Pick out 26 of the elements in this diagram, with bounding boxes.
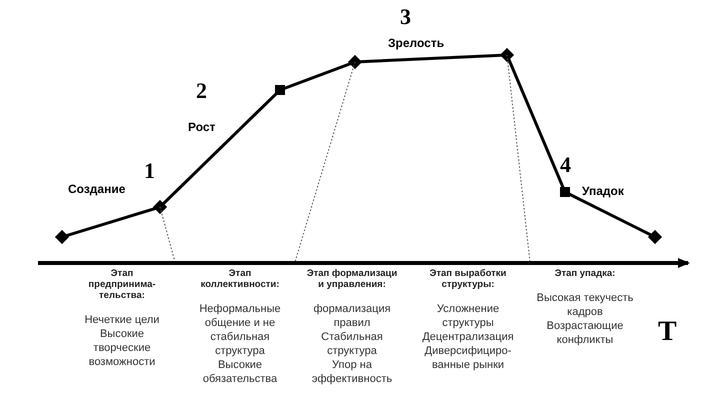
- stage-trait-text: формализация правил: [312, 302, 392, 330]
- stage-heading: Этап предпринима-тельства:: [87, 268, 157, 301]
- stage-trait-text: Возрастающие конфликты: [546, 319, 624, 347]
- stage-number: 3: [400, 4, 411, 30]
- stage-heading: Этап формализаци и управления:: [306, 268, 398, 290]
- stage-trait-text: Усложнение структуры: [436, 302, 500, 330]
- axis-label: T: [658, 316, 677, 348]
- stage-trait-text: Нечеткие цели: [84, 313, 160, 327]
- stage-trait-text: Упор на эффективность: [310, 358, 394, 386]
- stage-trait-text: Высокие творческие возможности: [88, 327, 156, 369]
- stage-label: Создание: [68, 182, 126, 196]
- stage-label: Зрелость: [388, 36, 444, 50]
- stage-heading: Этап коллективности:: [200, 268, 280, 290]
- stage-trait-text: Неформальные общение и не стабильная структура: [198, 302, 282, 358]
- stage-label: Упадок: [582, 184, 624, 198]
- stage-number: 4: [560, 152, 571, 178]
- stage-trait-text: Стабильная структура: [320, 330, 384, 358]
- stage-number: 1: [144, 158, 155, 184]
- stage-heading: Этап упадка:: [554, 268, 616, 279]
- stage-label: Рост: [188, 120, 216, 134]
- stage-trait-text: Диверсифициро-ванные рынки: [424, 344, 512, 372]
- stage-number: 2: [196, 78, 207, 104]
- stage-trait-text: Децентрализация: [422, 330, 514, 344]
- stage-heading: Этап выработки структуры:: [428, 268, 508, 290]
- stage-trait-text: Высокие обязательства: [202, 358, 278, 386]
- stage-trait-text: Высокая текучесть кадров: [536, 291, 634, 319]
